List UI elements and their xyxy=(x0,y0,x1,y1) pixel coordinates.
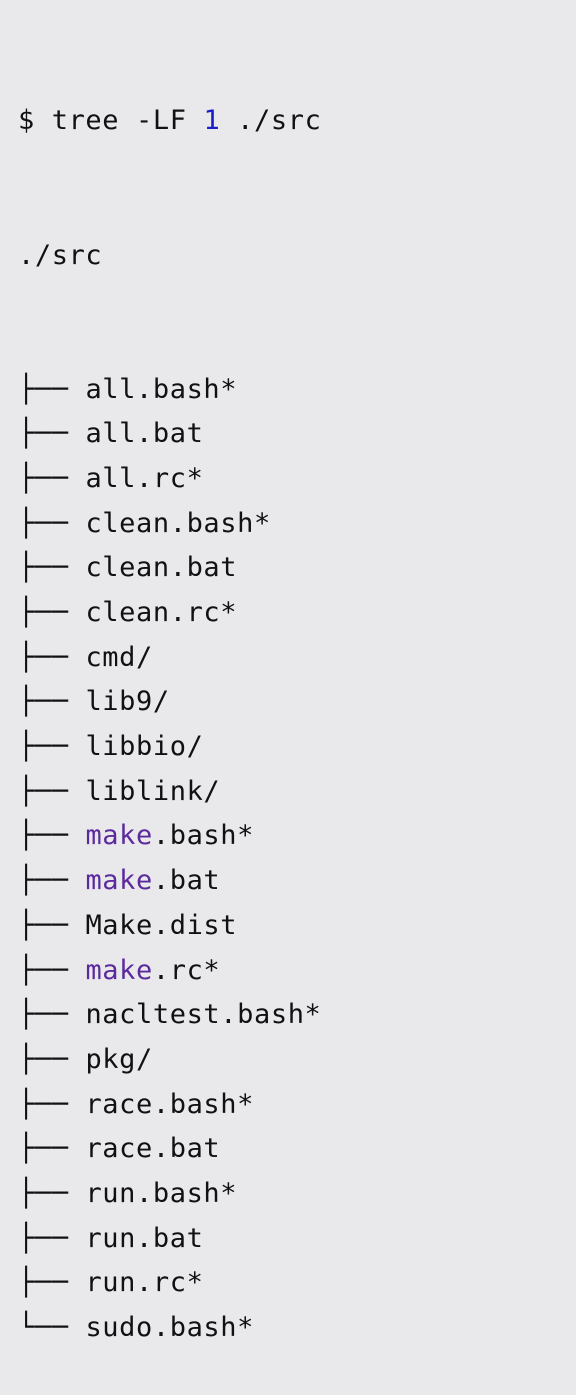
tree-branch: ├── xyxy=(18,1088,69,1120)
tree-entry: ├── all.rc* xyxy=(18,457,321,502)
command-flags: -LF xyxy=(136,105,187,137)
tree-branch: ├── xyxy=(18,597,69,629)
entry-name: .bash* xyxy=(152,820,254,852)
tree-branch: ├── xyxy=(18,954,69,986)
tree-entry: ├── lib9/ xyxy=(18,680,321,725)
tree-branch: ├── xyxy=(18,1267,69,1299)
entry-name: cmd/ xyxy=(85,641,153,673)
tree-branch: ├── xyxy=(18,775,69,807)
tree-entry: ├── nacltest.bash* xyxy=(18,993,321,1038)
entry-name: nacltest.bash* xyxy=(85,999,322,1031)
tree-entries: ├── all.bash*├── all.bat├── all.rc*├── c… xyxy=(18,368,321,1351)
entry-name: race.bat xyxy=(85,1133,221,1165)
tree-entry: ├── Make.dist xyxy=(18,904,321,949)
tree-branch: ├── xyxy=(18,999,69,1031)
entry-name-highlight: make xyxy=(85,865,153,897)
tree-branch: └── xyxy=(18,1312,69,1344)
tree-entry: ├── run.rc* xyxy=(18,1261,321,1306)
tree-entry: ├── liblink/ xyxy=(18,770,321,815)
tree-branch: ├── xyxy=(18,418,69,450)
tree-entry: ├── clean.bash* xyxy=(18,502,321,547)
tree-entry: ├── all.bat xyxy=(18,412,321,457)
terminal-output: $ tree -LF 1 ./src ./src ├── all.bash*├─… xyxy=(18,10,321,1395)
tree-branch: ├── xyxy=(18,507,69,539)
tree-entry: ├── all.bash* xyxy=(18,368,321,413)
tree-branch: ├── xyxy=(18,462,69,494)
entry-name: race.bash* xyxy=(85,1088,254,1120)
entry-name: libbio/ xyxy=(85,731,204,763)
tree-branch: ├── xyxy=(18,820,69,852)
tree-branch: ├── xyxy=(18,731,69,763)
tree-entry: ├── race.bat xyxy=(18,1127,321,1172)
tree-entry: ├── clean.rc* xyxy=(18,591,321,636)
tree-branch: ├── xyxy=(18,373,69,405)
entry-name: all.bat xyxy=(85,418,204,450)
command-line: $ tree -LF 1 ./src xyxy=(18,99,321,144)
entry-name: run.bat xyxy=(85,1222,204,1254)
shell-prompt: $ xyxy=(18,105,35,137)
tree-branch: ├── xyxy=(18,552,69,584)
entry-name: all.bash* xyxy=(85,373,238,405)
tree-root: ./src xyxy=(18,239,103,271)
entry-name: all.rc* xyxy=(85,462,204,494)
tree-branch: ├── xyxy=(18,1133,69,1165)
tree-entry: ├── make.rc* xyxy=(18,949,321,994)
entry-name: clean.bash* xyxy=(85,507,271,539)
tree-entry: ├── run.bat xyxy=(18,1217,321,1262)
entry-name: lib9/ xyxy=(85,686,170,718)
entry-name-highlight: make xyxy=(85,954,153,986)
entry-name: run.bash* xyxy=(85,1177,238,1209)
tree-entry: ├── clean.bat xyxy=(18,546,321,591)
tree-branch: ├── xyxy=(18,1222,69,1254)
entry-name: .rc* xyxy=(152,954,221,986)
tree-entry: └── sudo.bash* xyxy=(18,1306,321,1351)
tree-entry: ├── make.bash* xyxy=(18,814,321,859)
entry-name: pkg/ xyxy=(85,1043,153,1075)
command-path: ./src xyxy=(237,105,322,137)
entry-name: clean.bat xyxy=(85,552,238,584)
tree-entry: ├── make.bat xyxy=(18,859,321,904)
tree-entry: ├── run.bash* xyxy=(18,1172,321,1217)
command-depth: 1 xyxy=(203,105,221,137)
entry-name: clean.rc* xyxy=(85,597,238,629)
tree-branch: ├── xyxy=(18,1177,69,1209)
tree-branch: ├── xyxy=(18,641,69,673)
command-program: tree xyxy=(51,105,120,137)
tree-entry: ├── libbio/ xyxy=(18,725,321,770)
entry-name: run.rc* xyxy=(85,1267,204,1299)
tree-branch: ├── xyxy=(18,865,69,897)
entry-name: .bat xyxy=(152,865,221,897)
entry-name: sudo.bash* xyxy=(85,1312,254,1344)
entry-name-highlight: make xyxy=(85,820,153,852)
entry-name: liblink/ xyxy=(85,775,221,807)
tree-branch: ├── xyxy=(18,686,69,718)
tree-entry: ├── cmd/ xyxy=(18,636,321,681)
tree-entry: ├── pkg/ xyxy=(18,1038,321,1083)
tree-branch: ├── xyxy=(18,909,69,941)
entry-name: Make.dist xyxy=(85,909,238,941)
tree-branch: ├── xyxy=(18,1043,69,1075)
tree-entry: ├── race.bash* xyxy=(18,1083,321,1128)
